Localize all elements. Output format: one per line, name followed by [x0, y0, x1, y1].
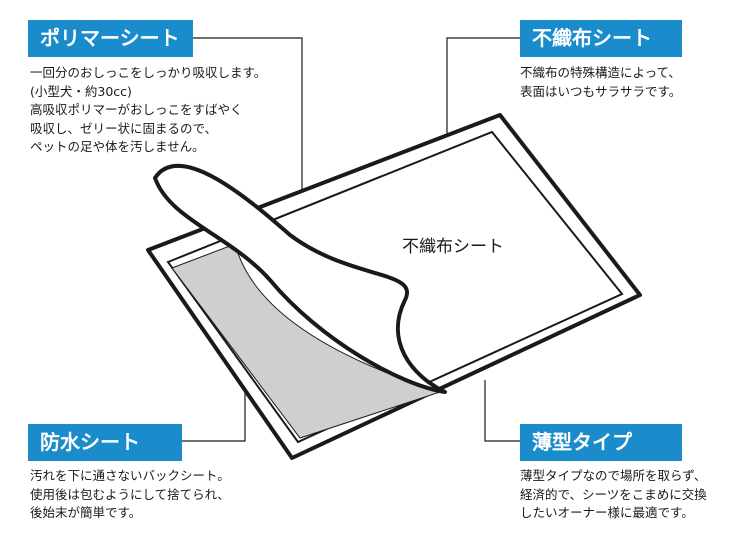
desc-line: 高吸収ポリマーがおしっこをすばやく	[30, 102, 243, 117]
desc-line: (小型犬・約30cc)	[30, 83, 132, 99]
polymer-sheet-label: ポリマーシート	[28, 20, 193, 57]
thin-type-description: 薄型タイプなので場所を取らず、 経済的で、シーツをこまめに交換 したいオーナー様…	[520, 467, 707, 523]
desc-line: 使用後は包むようにして捨てられ、	[30, 486, 230, 502]
nonwoven-sheet-label: 不織布シート	[520, 20, 682, 57]
desc-line: 汚れを下に通さないバックシート。	[30, 468, 230, 483]
desc-line: 後始末が簡単です。	[30, 505, 142, 520]
waterproof-sheet-description: 汚れを下に通さないバックシート。 使用後は包むようにして捨てられ、 後始末が簡単…	[30, 467, 230, 523]
thin-type-label: 薄型タイプ	[520, 424, 682, 461]
peeled-flap	[153, 163, 447, 394]
desc-line: 一回分のおしっこをしっかり吸収します。	[30, 65, 267, 80]
center-label: 不織布シート	[402, 237, 504, 257]
desc-line: 表面はいつもサラサラです。	[520, 83, 682, 99]
leader-thin	[484, 380, 520, 442]
desc-line: ペットの足や体を汚しません。	[30, 139, 205, 154]
leader-waterproof	[182, 392, 246, 442]
waterproof-sheet-label: 防水シート	[28, 424, 182, 461]
nonwoven-sheet-description: 不織布の特殊構造によって、 表面はいつもサラサラです。	[520, 64, 681, 101]
polymer-sheet-description: 一回分のおしっこをしっかり吸収します。 (小型犬・約30cc) 高吸収ポリマーが…	[30, 64, 266, 157]
desc-line: 薄型タイプなので場所を取らず、	[520, 468, 707, 483]
desc-line: 不織布の特殊構造によって、	[520, 65, 681, 80]
desc-line: 経済的で、シーツをこまめに交換	[520, 486, 707, 502]
desc-line: 吸収し、ゼリー状に固まるので、	[30, 120, 218, 136]
desc-line: したいオーナー様に最適です。	[520, 505, 694, 520]
